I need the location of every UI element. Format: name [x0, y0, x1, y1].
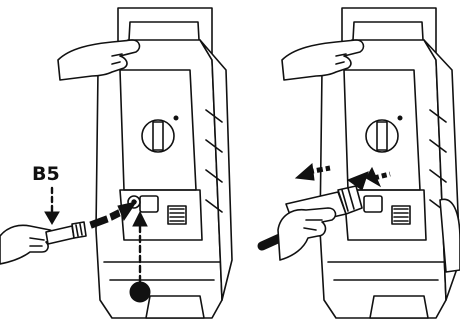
pressure-washer-left [95, 7, 233, 319]
dashed-arrow-down [44, 186, 60, 225]
panel-right [257, 7, 460, 319]
part-label-b5: B5 [32, 163, 60, 185]
dashed-arrow-right [89, 201, 138, 229]
dashed-arrow-up [129, 210, 151, 303]
pressure-washer-right [319, 7, 460, 319]
hand-icon [281, 39, 365, 81]
indicator-dot [129, 281, 151, 303]
hand-with-coupling-icon [277, 185, 363, 261]
dashed-arrow-right-2 [346, 166, 391, 191]
hand-with-hose-icon [0, 221, 87, 265]
hand-icon [57, 39, 141, 81]
dashed-arrow-left [294, 163, 331, 181]
panel-left: B5 [0, 7, 233, 319]
